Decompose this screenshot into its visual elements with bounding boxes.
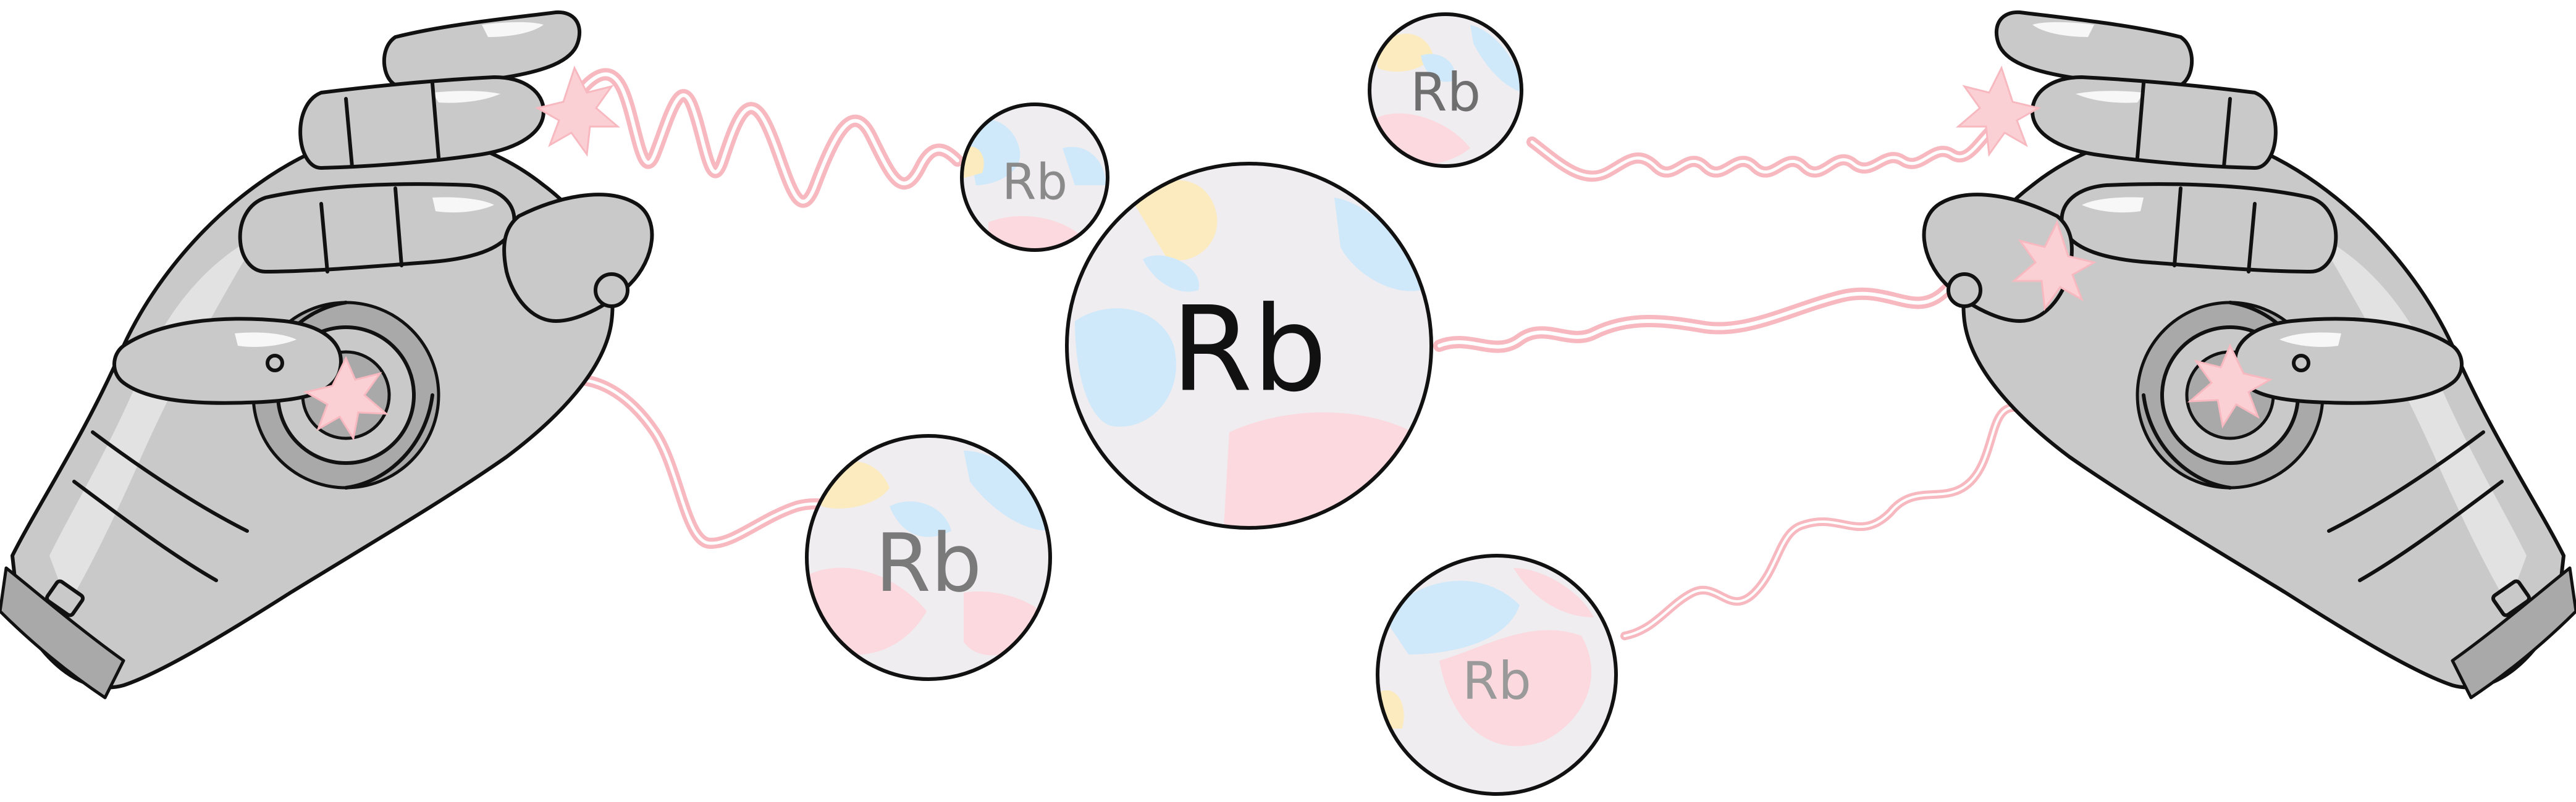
- spark-left-thumb: [303, 356, 389, 441]
- spark-right-thumb: [2187, 343, 2273, 429]
- left-robot-hand: [0, 12, 652, 698]
- atom-rb-center: Rb: [1065, 162, 1433, 530]
- atom-label: Rb: [1462, 651, 1531, 711]
- spark-right-index: [1955, 65, 2042, 157]
- atom-rb-top-right: Rb: [1368, 12, 1523, 168]
- atom-rb-top-left: Rb: [960, 102, 1109, 252]
- right-robot-hand: [1924, 12, 2576, 698]
- atom-rb-lower-left: Rb: [805, 434, 1052, 681]
- atom-label: Rb: [1171, 282, 1328, 418]
- atom-rb-lower-right: Rb: [1376, 554, 1618, 796]
- spark-left-index: [534, 65, 621, 157]
- wave-right-top: [1526, 118, 2007, 182]
- spark-right-middle: [2011, 220, 2097, 312]
- atom-label: Rb: [1002, 154, 1067, 211]
- atom-label: Rb: [875, 516, 982, 610]
- atom-label: Rb: [1410, 62, 1481, 123]
